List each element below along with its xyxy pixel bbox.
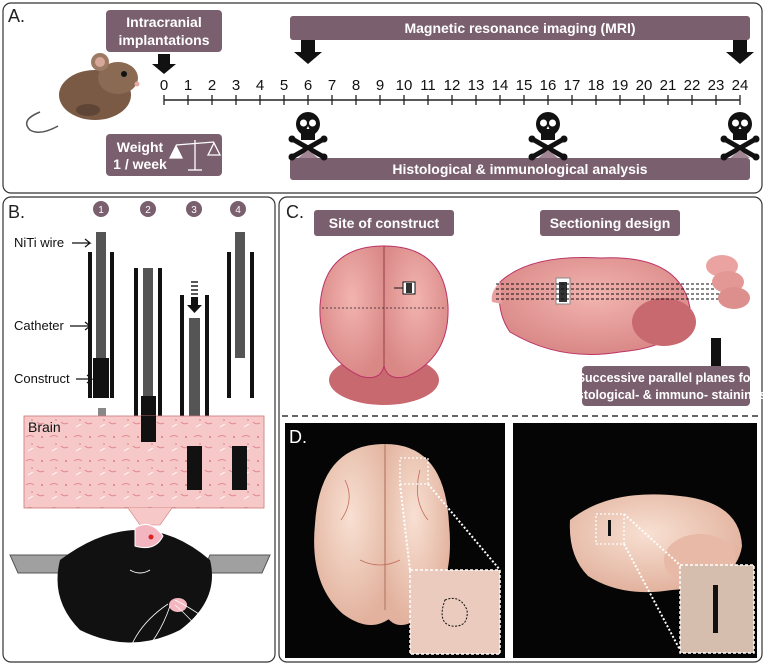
mri-bar (290, 16, 750, 40)
stereotaxic-mouse (9, 523, 271, 661)
timeline-tick-label: 13 (468, 77, 485, 94)
timeline-tick-label: 19 (612, 77, 629, 94)
sectioning-text: Sectioning design (550, 215, 671, 231)
timeline-tick-label: 18 (588, 77, 605, 94)
timeline-tick-label: 20 (636, 77, 653, 94)
planes-text-line1: Successive parallel planes for (577, 371, 756, 385)
panel-a: A. Intracranial implantations Magnetic r… (2, 2, 763, 194)
panel-d-label: D. (289, 427, 307, 447)
timeline-tick-label: 1 (184, 77, 192, 94)
timeline-tick-label: 24 (732, 77, 749, 94)
timeline-tick-label: 8 (352, 77, 360, 94)
step-2-label: 2 (145, 205, 151, 216)
step-1-label: 1 (98, 205, 104, 216)
step-1-device (88, 232, 114, 427)
planes-connector (711, 338, 721, 368)
timeline-tick-label: 4 (256, 77, 264, 94)
skull-icons (288, 112, 760, 161)
catheter-label: Catheter (14, 318, 65, 333)
step-circles: 1 2 3 4 (93, 201, 246, 217)
niti-arrow (72, 238, 92, 248)
mri-arrow (726, 40, 754, 64)
timeline-tick-label: 11 (420, 77, 436, 94)
histology-bar (290, 158, 750, 180)
scale-icon (168, 140, 222, 171)
panel-b-label: B. (8, 202, 25, 222)
mri-arrow (294, 40, 322, 64)
panel-cd: C. Site of construct Sectioning design (278, 196, 765, 663)
panel-c-label: C. (286, 202, 304, 222)
panel-a-label: A. (8, 6, 25, 26)
timeline-tick-label: 23 (708, 77, 725, 94)
site-badge (314, 210, 454, 236)
brain-top-view (319, 245, 449, 405)
intracranial-arrow (152, 54, 176, 74)
step-4-label: 4 (235, 205, 241, 216)
brain-side-view (491, 255, 750, 355)
skull-icon (288, 112, 328, 161)
planes-badge (582, 366, 750, 406)
intracranial-badge (106, 10, 222, 52)
mri-text: Magnetic resonance imaging (MRI) (404, 20, 635, 36)
weight-badge (106, 134, 222, 176)
niti-label: NiTi wire (14, 235, 64, 250)
timeline-tick-label: 17 (564, 77, 581, 94)
timeline-tick-label: 3 (232, 77, 240, 94)
skull-icon (720, 112, 760, 161)
photo-left-brain (314, 444, 501, 655)
photo-right-brain (569, 494, 755, 654)
timeline-tick-label: 0 (160, 77, 168, 94)
brain-label: Brain (28, 419, 61, 435)
timeline-tick-label: 2 (208, 77, 216, 94)
planes-text-line2: histological- & immuno- stainings (566, 388, 765, 402)
timeline-tick-label: 21 (660, 77, 677, 94)
timeline-tick-label: 5 (280, 77, 288, 94)
intracranial-text-line2: implantations (118, 32, 209, 48)
site-text: Site of construct (329, 215, 440, 231)
step-3-label: 3 (191, 205, 197, 216)
mri-brackets (294, 40, 754, 64)
construct-label: Construct (14, 371, 70, 386)
timeline-tick-label: 14 (492, 77, 509, 94)
timeline-tick-label: 22 (684, 77, 701, 94)
timeline-tick-label: 6 (304, 77, 312, 94)
skull-icon (528, 112, 568, 161)
intracranial-text-line1: Intracranial (126, 14, 201, 30)
histology-text: Histological & immunological analysis (392, 161, 647, 177)
timeline-tick-label: 7 (328, 77, 336, 94)
timeline-tick-label: 10 (396, 77, 413, 94)
timeline-tick-label: 9 (376, 77, 384, 94)
weight-text-line2: 1 / week (113, 156, 167, 172)
sectioning-badge (540, 210, 680, 236)
weight-text-line1: Weight (117, 139, 164, 155)
timeline-tick-label: 15 (516, 77, 533, 94)
mouse-illustration (25, 53, 140, 133)
panel-b: B. 1 2 3 4 NiTi wire Catheter Construct (2, 196, 276, 663)
timeline-tick-label: 16 (540, 77, 557, 94)
timeline-tick-label: 12 (444, 77, 461, 94)
